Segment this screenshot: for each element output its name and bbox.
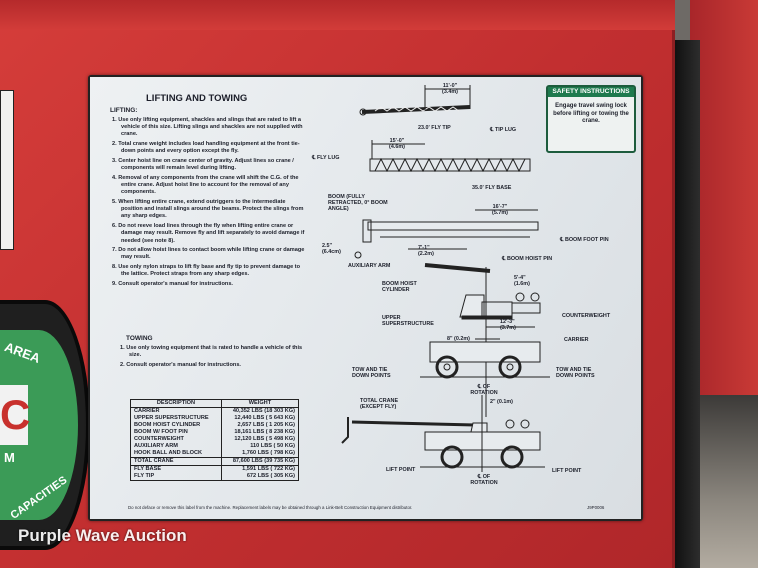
decal-letter: C (0, 385, 30, 445)
cell: AUXILIARY ARM (134, 443, 178, 449)
table-row: COUNTERWEIGHT 12,120 LBS ( 5 498 KG) (131, 436, 299, 443)
cell: BOOM W/ FOOT PIN (134, 429, 188, 435)
panel-edge (0, 0, 675, 30)
list-item: 2. Total crane weight includes load hand… (112, 141, 300, 155)
tow-points-label: TOW AND TIE DOWN POINTS (556, 367, 595, 380)
cell: FLY TIP (134, 473, 155, 479)
boom-hoist-pin-label: ℄ BOOM HOIST PIN (502, 256, 553, 262)
boom-label: BOOM (FULLY RETRACTED, 0° BOOM ANGLE) (328, 194, 388, 213)
cell: 1,760 LBS ( 798 KG) (220, 450, 299, 458)
list-item: 2. Consult operator's manual for instruc… (120, 361, 241, 368)
table-row: BOOM W/ FOOT PIN 18,161 LBS ( 8 238 KG) (131, 429, 299, 436)
cell: 40,352 LBS (18 303 KG) (220, 407, 299, 415)
fly-tip-drawing (359, 85, 471, 116)
dim-label: 2.5" (6.4cm) (322, 243, 341, 256)
cell: 12,440 LBS ( 5 643 KG) (220, 415, 299, 422)
dim-label: 15'-0" (4.6m) (389, 138, 405, 151)
aux-arm-label: AUXILIARY ARM (348, 263, 391, 269)
fly-lug-label: ℄ FLY LUG (312, 155, 340, 161)
list-item: 1. Use only lifting equipment, shackles … (112, 117, 303, 138)
cell: COUNTERWEIGHT (134, 436, 184, 442)
list-item: 1. Use only towing equipment that is rat… (120, 345, 303, 359)
list-item: 5. When lifting entire crane, extend out… (112, 199, 304, 220)
cell: 1,591 LBS ( 722 KG) (220, 465, 299, 473)
fly-base-drawing (369, 140, 531, 173)
boom-hoist-cylinder-label: BOOM HOIST CYLINDER (382, 281, 417, 294)
cell: FLY BASE (134, 466, 162, 472)
table-row: AUXILIARY ARM 110 LBS ( 50 KG) (131, 443, 299, 450)
lifting-list: 1. Use only lifting equipment, shackles … (112, 117, 308, 291)
cell: 2,657 LBS ( 1 205 KG) (220, 422, 299, 429)
cell: BOOM HOIST CYLINDER (134, 422, 201, 428)
dim-label: 8" (0.2m) (447, 336, 470, 342)
list-item: 6. Do not reeve load lines through the f… (112, 223, 305, 244)
cell: 110 LBS ( 50 KG) (220, 443, 299, 450)
lifting-heading: LIFTING: (110, 107, 138, 114)
table-row: FLY BASE 1,591 LBS ( 722 KG) (131, 465, 299, 473)
towing-heading: TOWING (126, 335, 153, 342)
crane-diagram (341, 85, 550, 472)
boom-drawing (362, 209, 539, 243)
list-item: 9. Consult operator's manual for instruc… (112, 281, 233, 288)
label-footer: Do not deface or remove this label from … (128, 505, 413, 510)
tow-points-label: TOW AND TIE DOWN POINTS (352, 367, 391, 380)
decal-text: M (4, 450, 15, 465)
col-header: DESCRIPTION (130, 399, 222, 408)
carrier-drawing (420, 338, 550, 379)
total-crane-drawing (341, 395, 545, 472)
col-header: WEIGHT (220, 399, 299, 408)
rotation-label: ℄ OF ROTATION (470, 474, 498, 487)
dim-label: 12'-3" (3.7m) (500, 319, 516, 332)
label-title: LIFTING AND TOWING (146, 93, 248, 104)
cell: TOTAL CRANE (130, 457, 222, 466)
aux-arm-drawing (354, 248, 491, 273)
watermark: Purple Wave Auction (18, 526, 187, 545)
list-item: 7. Do not allow hoist lines to contact b… (112, 247, 305, 261)
dim-label: 7'-1" (2.2m) (418, 245, 434, 258)
carrier-label: CARRIER (564, 337, 589, 343)
dim-label: 16'-7" (5.7m) (492, 204, 508, 217)
fly-base-label: 35.0' FLY BASE (472, 185, 512, 191)
towing-list: 1. Use only towing equipment that is rat… (120, 345, 310, 372)
cell: 18,161 LBS ( 8 238 KG) (220, 429, 299, 436)
safety-instructions-box: SAFETY INSTRUCTIONS Engage travel swing … (546, 85, 636, 153)
boom-foot-pin-label: ℄ BOOM FOOT PIN (560, 237, 609, 243)
tip-lug-label: ℄ TIP LUG (490, 127, 517, 133)
cell: 87,600 LBS (39 735 KG) (220, 457, 299, 466)
lift-point-label: LIFT POINT (386, 467, 416, 473)
cell: CARRIER (134, 408, 160, 414)
cell: 672 LBS ( 305 KG) (220, 473, 299, 481)
dim-label: 2" (0.1m) (490, 399, 513, 405)
cell: HOOK BALL AND BLOCK (134, 450, 203, 456)
background-red-body (690, 0, 758, 395)
upper-superstructure-label: UPPER SUPERSTRUCTURE (382, 315, 434, 328)
dim-label: 11'-0" (3.4m) (442, 83, 458, 96)
fly-tip-label: 23.0' FLY TIP (418, 125, 451, 131)
partial-label (0, 90, 14, 250)
cell: 12,120 LBS ( 5 498 KG) (220, 436, 299, 443)
list-item: 8. Use only nylon straps to lift fly bas… (112, 264, 301, 278)
table-row: UPPER SUPERSTRUCTURE 12,440 LBS ( 5 643 K… (131, 415, 299, 422)
table-row: BOOM HOIST CYLINDER 2,657 LBS ( 1 205 KG) (131, 422, 299, 429)
list-item: 3. Center hoist line on crane center of … (112, 158, 294, 172)
label-code: J9P0006 (587, 505, 605, 510)
lift-point-label: LIFT POINT (552, 468, 582, 474)
safety-body: Engage travel swing lock before lifting … (553, 103, 629, 124)
table-row: FLY TIP 672 LBS ( 305 KG) (131, 473, 299, 481)
counterweight-label: COUNTERWEIGHT (562, 313, 611, 319)
rotation-label: ℄ OF ROTATION (470, 384, 498, 397)
table-row: HOOK BALL AND BLOCK 1,760 LBS ( 798 KG) (131, 450, 299, 458)
cell: UPPER SUPERSTRUCTURE (134, 415, 209, 421)
lifting-towing-label: LIFTING AND TOWING LIFTING: 1. Use only … (88, 75, 643, 521)
list-item: 4. Removal of any components from the cr… (112, 174, 299, 196)
table-row: CARRIER 40,352 LBS (18 303 KG) (131, 407, 299, 415)
safety-heading: SAFETY INSTRUCTIONS (548, 87, 634, 97)
dim-label: 5'-4" (1.6m) (514, 275, 530, 288)
total-crane-label: TOTAL CRANE (EXCEPT FLY) (360, 398, 399, 411)
